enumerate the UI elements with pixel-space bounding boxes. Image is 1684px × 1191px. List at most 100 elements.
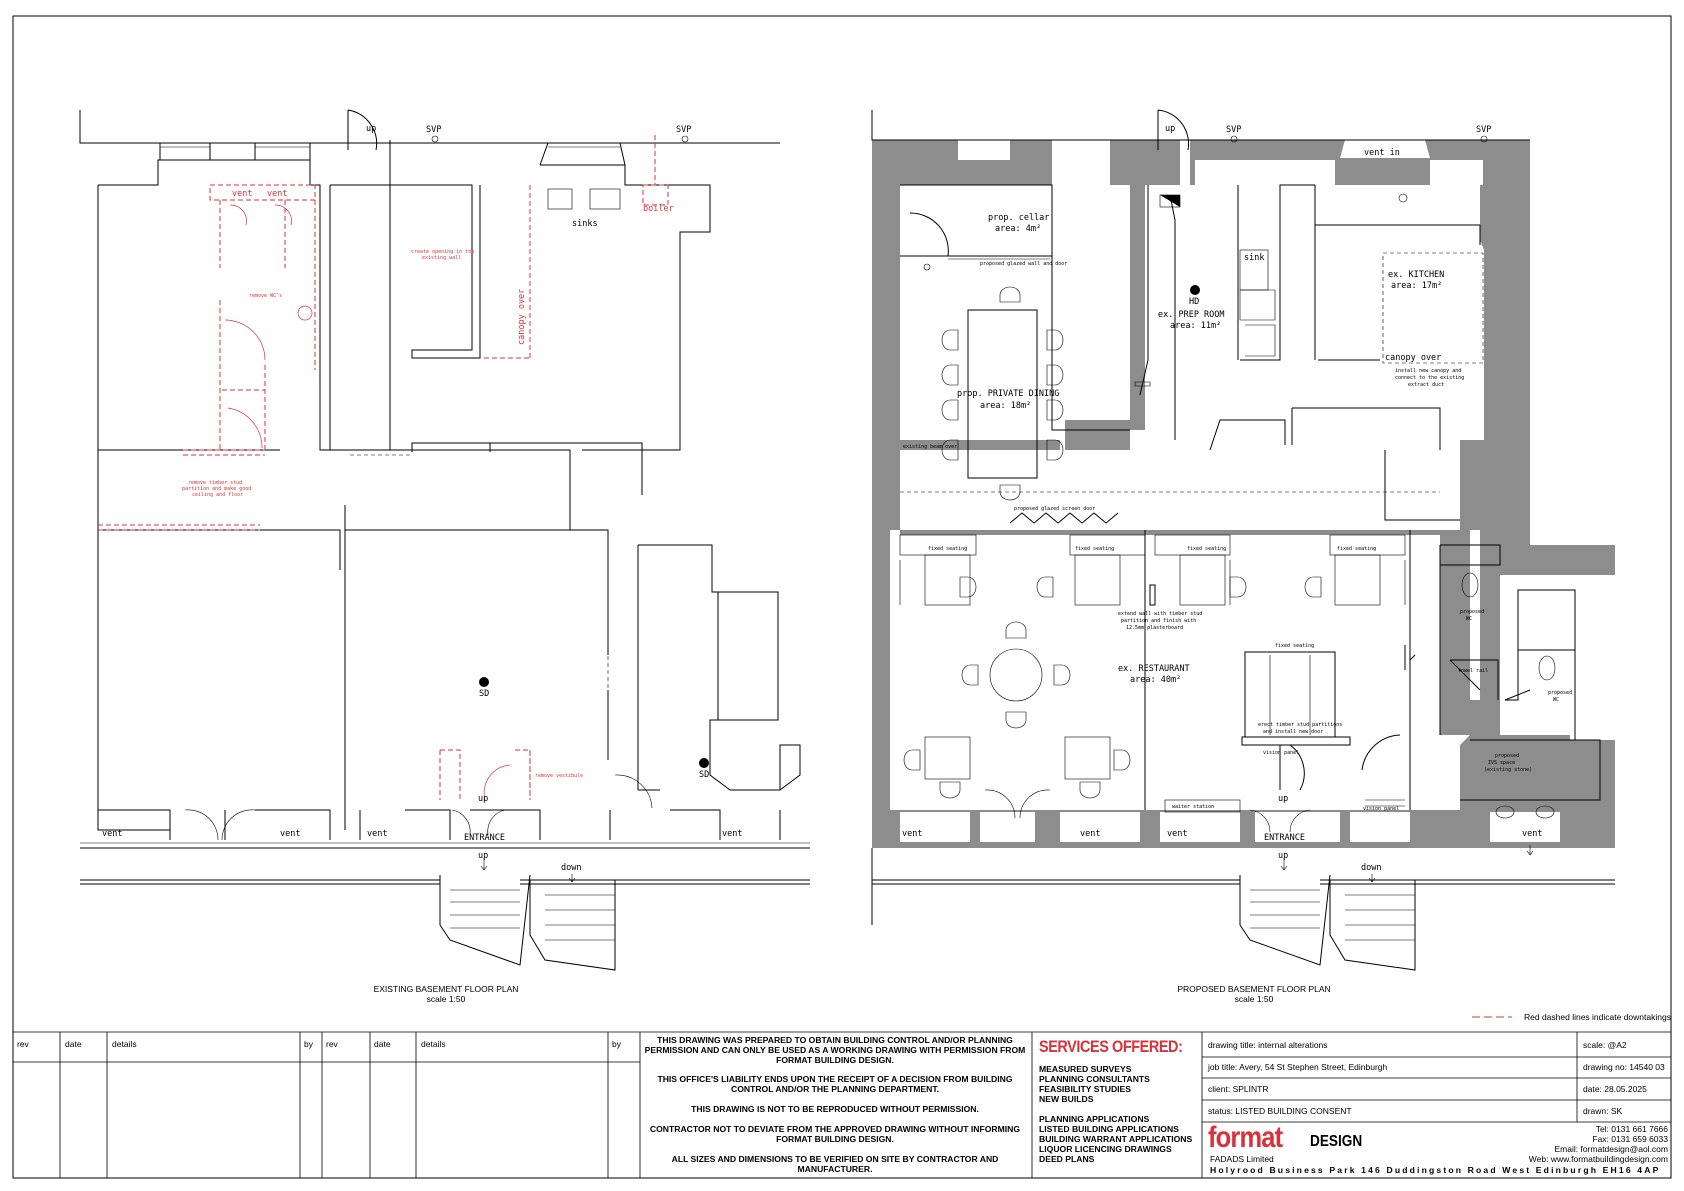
proposed-restaurant-label: ex. RESTAURANT bbox=[1118, 664, 1190, 674]
existing-stair-down: down bbox=[561, 863, 581, 873]
proposed-install-canopy-2: connect to the existing bbox=[1395, 375, 1464, 381]
existing-vent-bottom-4: vent bbox=[722, 829, 742, 839]
service-item: LIQUOR LICENCING DRAWINGS bbox=[1039, 1144, 1172, 1154]
job-title-field: job title: Avery, 54 St Stephen Street, … bbox=[1208, 1062, 1388, 1072]
company-subtitle: FADADS Limited bbox=[1210, 1154, 1274, 1164]
existing-plan-scale: scale 1:50 bbox=[427, 994, 466, 1004]
client-field: client: SPLINTR bbox=[1208, 1084, 1269, 1094]
proposed-vent-bottom-2: vent bbox=[1080, 829, 1100, 839]
existing-entrance-label: ENTRANCE bbox=[464, 833, 505, 843]
proposed-towel-label: towel rail bbox=[1458, 668, 1488, 674]
existing-remove-vestibule: remove vestibule bbox=[535, 773, 583, 779]
sheet-border bbox=[12, 15, 1672, 1179]
proposed-extend-wall-1: extend wall with timber stud bbox=[1118, 611, 1202, 617]
existing-remove-wcs: remove WC's bbox=[249, 293, 282, 299]
service-item: LISTED BUILDING APPLICATIONS bbox=[1039, 1124, 1179, 1134]
service-item: MEASURED SURVEYS bbox=[1039, 1064, 1132, 1074]
existing-remove-partition-2: partition and make good bbox=[182, 486, 251, 492]
proposed-fixed-seating-4: fixed seating bbox=[1337, 546, 1376, 552]
rev-header-right: rev bbox=[326, 1039, 338, 1049]
proposed-fixed-seating-5: fixed seating bbox=[1275, 643, 1314, 649]
note-1: THIS DRAWING WAS PREPARED TO OBTAIN BUIL… bbox=[644, 1035, 1026, 1065]
proposed-wc2-label-2: WC bbox=[1553, 697, 1559, 703]
service-item: PLANNING CONSULTANTS bbox=[1039, 1074, 1150, 1084]
proposed-private-dining-area: area: 18m² bbox=[980, 401, 1031, 411]
service-item: BUILDING WARRANT APPLICATIONS bbox=[1039, 1134, 1193, 1144]
proposed-svp-label-2: SVP bbox=[1476, 125, 1491, 135]
proposed-ivs-label-2: IVS space bbox=[1488, 760, 1515, 766]
existing-create-opening-2: existing wall bbox=[422, 255, 461, 261]
proposed-kitchen-label: ex. KITCHEN bbox=[1388, 270, 1444, 280]
services-heading: SERVICES OFFERED: bbox=[1039, 1037, 1183, 1056]
details-header-right: details bbox=[421, 1039, 446, 1049]
existing-stair-up: up bbox=[478, 851, 488, 861]
proposed-entrance-label: ENTRANCE bbox=[1264, 833, 1305, 843]
proposed-wc1-label-1: proposed bbox=[1460, 609, 1484, 615]
proposed-vent-bottom-3: vent bbox=[1167, 829, 1187, 839]
date-field: date: 28.05.2025 bbox=[1583, 1084, 1647, 1094]
logo-design-word: DESIGN bbox=[1310, 1133, 1363, 1150]
proposed-fixed-seating-3: fixed seating bbox=[1187, 546, 1226, 552]
proposed-cellar-label: prop. cellar bbox=[988, 213, 1049, 223]
drawn-field: drawn: SK bbox=[1583, 1106, 1623, 1116]
company-address: Holyrood Business Park 146 Duddingston R… bbox=[1210, 1165, 1661, 1175]
proposed-extend-wall-2: partition and finish with bbox=[1121, 618, 1196, 624]
service-item: DEED PLANS bbox=[1039, 1154, 1095, 1164]
date-header-right: date bbox=[374, 1039, 391, 1049]
details-header-left: details bbox=[112, 1039, 137, 1049]
existing-svp-label-1: SVP bbox=[426, 125, 441, 135]
date-header-left: date bbox=[65, 1039, 82, 1049]
existing-vent-label-2: vent bbox=[267, 189, 287, 199]
proposed-cellar-area: area: 4m² bbox=[995, 224, 1041, 234]
proposed-fixed-seating-2: fixed seating bbox=[1075, 546, 1114, 552]
existing-vent-bottom-1: vent bbox=[102, 829, 122, 839]
existing-vent-bottom-3: vent bbox=[367, 829, 387, 839]
proposed-existing-beam-label: existing beam over bbox=[903, 444, 957, 450]
proposed-vent-in-label: vent in bbox=[1364, 148, 1400, 158]
proposed-erect-partitions-2: and install new door bbox=[1263, 729, 1323, 735]
company-web: Web: www.formatbuildingdesign.com bbox=[1528, 1154, 1668, 1164]
logo-word: format bbox=[1208, 1121, 1283, 1154]
existing-plan-title: EXISTING BASEMENT FLOOR PLAN bbox=[374, 984, 519, 994]
proposed-plan-scale: scale 1:50 bbox=[1235, 994, 1274, 1004]
existing-boiler-label: boiler bbox=[643, 204, 674, 214]
proposed-kitchen-area: area: 17m² bbox=[1391, 281, 1442, 291]
existing-sd-label-1: SD bbox=[479, 689, 489, 699]
proposed-ivs-label-1: proposed bbox=[1495, 753, 1519, 759]
proposed-up-label: up bbox=[1165, 124, 1175, 134]
existing-canopy-over: canopy over bbox=[517, 289, 527, 345]
proposed-wc2-label-1: proposed bbox=[1548, 690, 1572, 696]
heat-detector-icon bbox=[1190, 285, 1200, 295]
rev-header-left: rev bbox=[17, 1039, 29, 1049]
proposed-private-dining-label: prop. PRIVATE DINING bbox=[957, 389, 1059, 399]
proposed-up-entrance: up bbox=[1278, 794, 1288, 804]
proposed-vent-bottom-1: vent bbox=[902, 829, 922, 839]
drawing-title-field: drawing title: internal alterations bbox=[1208, 1040, 1328, 1050]
existing-vent-label-1: vent bbox=[232, 189, 252, 199]
legend-text: Red dashed lines indicate downtakings bbox=[1524, 1012, 1671, 1022]
proposed-stair-down: down bbox=[1361, 863, 1381, 873]
company-tel: Tel: 0131 661 7666 bbox=[1595, 1124, 1668, 1134]
by-header-right: by bbox=[612, 1039, 621, 1049]
existing-remove-partition-1: remove timber stud bbox=[188, 480, 242, 486]
proposed-erect-partitions-1: erect timber stud partitions bbox=[1258, 722, 1342, 728]
smoke-detector-icon bbox=[479, 677, 489, 687]
proposed-vent-bottom-4: vent bbox=[1522, 829, 1542, 839]
title-block-grid bbox=[13, 1031, 1671, 1178]
proposed-sink-label: sink bbox=[1244, 253, 1264, 263]
existing-up-entrance: up bbox=[478, 794, 488, 804]
proposed-vision-panel-1: vision panel bbox=[1263, 750, 1299, 756]
proposed-fixed-seating-1: fixed seating bbox=[928, 546, 967, 552]
existing-sd-label-2: SD bbox=[699, 770, 709, 780]
by-header-left: by bbox=[304, 1039, 313, 1049]
proposed-plan-title: PROPOSED BASEMENT FLOOR PLAN bbox=[1177, 984, 1330, 994]
smoke-detector-icon bbox=[699, 758, 709, 768]
existing-sinks-label: sinks bbox=[572, 219, 598, 229]
proposed-ivs-label-3: (existing stone) bbox=[1484, 767, 1532, 773]
company-fax: Fax: 0131 659 6033 bbox=[1592, 1134, 1668, 1144]
proposed-prep-room-label: ex. PREP ROOM bbox=[1158, 310, 1225, 320]
note-4: CONTRACTOR NOT TO DEVIATE FROM THE APPRO… bbox=[649, 1124, 1021, 1144]
service-item: PLANNING APPLICATIONS bbox=[1039, 1114, 1150, 1124]
existing-svp-label-2: SVP bbox=[676, 125, 691, 135]
